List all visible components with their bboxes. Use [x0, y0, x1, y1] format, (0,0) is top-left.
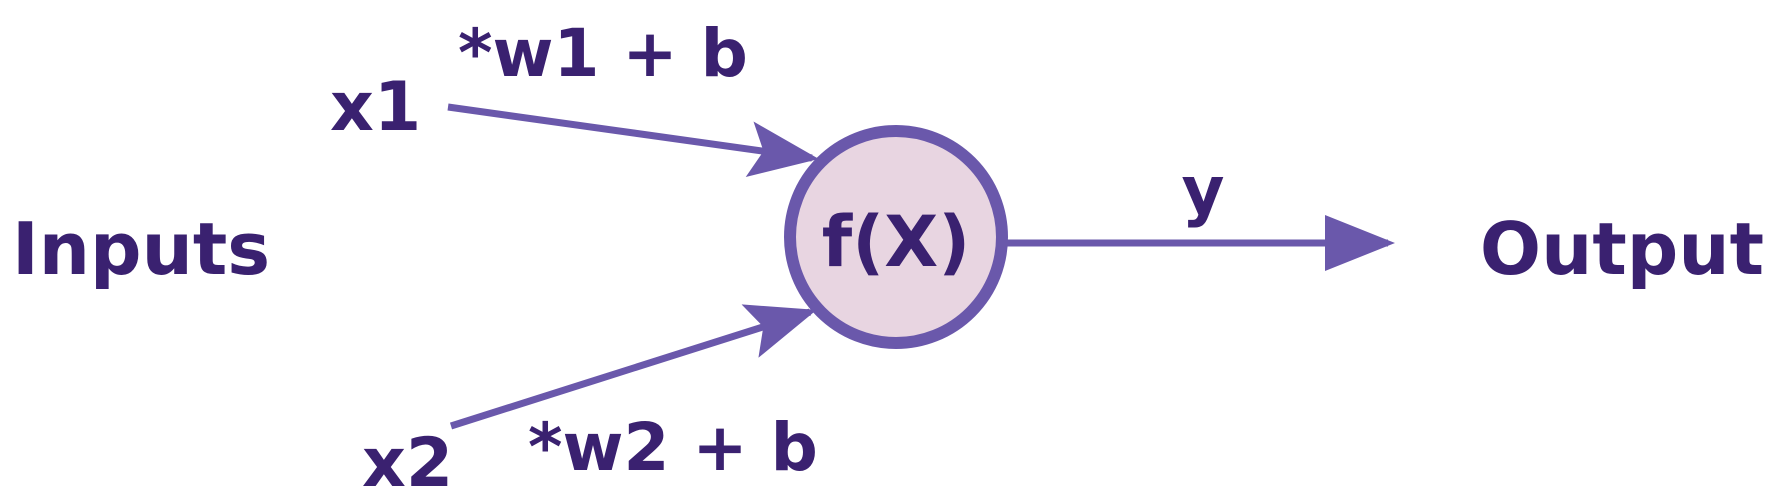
input2-label: x2 — [362, 424, 453, 494]
weight2-label: *w2 + b — [528, 409, 818, 486]
inputs-label: Inputs — [12, 207, 270, 291]
function-label: f(X) — [822, 201, 970, 283]
input2-arrow — [449, 304, 817, 430]
neuron-node — [784, 125, 1008, 349]
output-var-label: y — [1181, 152, 1224, 229]
weight1-label: *w1 + b — [458, 15, 748, 92]
input1-label: x1 — [330, 68, 421, 147]
input1-arrow — [447, 103, 819, 177]
output-label: Output — [1480, 207, 1764, 291]
